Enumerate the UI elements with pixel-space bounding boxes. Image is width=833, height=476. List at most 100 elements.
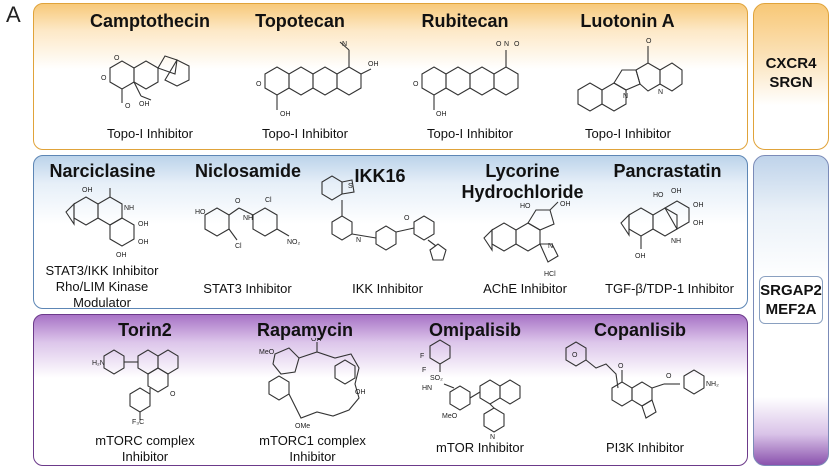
svg-text:HO: HO — [520, 203, 531, 210]
svg-text:OH: OH — [139, 101, 150, 108]
svg-text:O: O — [413, 81, 419, 88]
svg-text:HO: HO — [195, 209, 206, 216]
svg-text:NH: NH — [243, 215, 253, 222]
svg-text:Cl: Cl — [265, 197, 272, 204]
compound-name-omipalisib: Omipalisib — [428, 320, 522, 340]
svg-text:F₃C: F₃C — [132, 419, 144, 426]
compound-name-luotonin-a: Luotonin A — [580, 11, 675, 31]
gene-mef2a: MEF2A — [765, 301, 817, 318]
svg-text:OH: OH — [138, 221, 149, 228]
structure-torin2: H₂N F₃C O — [90, 342, 200, 427]
svg-text:N: N — [342, 41, 347, 48]
inhibitor-class-lycorine-hydrochloride: AChE Inhibitor — [483, 281, 567, 296]
gene-srgap2: SRGAP2 — [760, 282, 822, 299]
compound-name-pancrastatin: Pancrastatin — [613, 161, 722, 181]
svg-text:O: O — [646, 38, 652, 45]
compound-name-ikk16: IKK16 — [354, 166, 406, 186]
svg-text:N: N — [504, 41, 509, 48]
svg-text:N: N — [548, 243, 553, 250]
svg-text:HCl: HCl — [544, 271, 556, 278]
compound-name-camptothecin: Camptothecin — [89, 11, 210, 31]
mtor-pi3k-group — [33, 314, 748, 466]
inhibitor-class-copanlisib: PI3K Inhibitor — [605, 440, 685, 455]
inhibitor-class-ikk16: IKK Inhibitor — [352, 281, 423, 296]
svg-text:MeO: MeO — [259, 349, 275, 356]
svg-text:NH₂: NH₂ — [706, 381, 719, 388]
svg-text:OH: OH — [693, 220, 704, 227]
svg-text:OH: OH — [368, 61, 379, 68]
inhibitor-class-torin2: mTORC complex Inhibitor — [95, 433, 195, 464]
panel-label: A — [6, 2, 21, 27]
svg-text:NH: NH — [124, 205, 134, 212]
svg-text:OH: OH — [116, 252, 127, 259]
structure-luotonin-a: O N N — [570, 32, 685, 117]
compound-name-narciclasine: Narciclasine — [49, 161, 156, 181]
svg-text:F: F — [420, 353, 424, 360]
inhibitor-class-pancrastatin: TGF-β/TDP-1 Inhibitor — [605, 281, 734, 296]
gene-label-bottom: SRGAP2 MEF2A — [759, 281, 823, 319]
svg-text:OH: OH — [355, 389, 366, 396]
svg-text:OH: OH — [280, 111, 291, 118]
compound-name-copanlisib: Copanlisib — [593, 320, 686, 340]
svg-text:O: O — [496, 41, 502, 48]
gene-cxcr4: CXCR4 — [765, 55, 817, 72]
svg-text:H₂N: H₂N — [92, 360, 105, 367]
svg-text:O: O — [235, 198, 241, 205]
svg-text:OH: OH — [311, 338, 322, 343]
svg-text:O: O — [618, 363, 624, 370]
svg-text:N: N — [658, 89, 663, 96]
svg-text:F: F — [422, 367, 426, 374]
gene-label-bottom-box — [759, 276, 823, 324]
structure-rapamycin: MeO OH OH OMe — [255, 338, 370, 430]
svg-text:O: O — [125, 103, 131, 110]
compound-name-niclosamide: Niclosamide — [194, 161, 302, 181]
svg-text:OH: OH — [138, 239, 149, 246]
inhibitor-class-omipalisib: mTOR Inhibitor — [436, 440, 524, 455]
svg-text:OMe: OMe — [295, 423, 310, 430]
structure-topotecan: N OH OH O — [250, 36, 380, 121]
svg-text:O: O — [170, 391, 176, 398]
compound-name-lycorine-hydrochloride: Lycorine Hydrochloride — [461, 161, 584, 202]
svg-text:Cl: Cl — [235, 243, 242, 250]
svg-text:HN: HN — [422, 385, 432, 392]
inhibitor-class-narciclasine: STAT3/IKK Inhibitor Rho/LIM Kinase Modul… — [45, 263, 159, 310]
structure-lycorine-hydrochloride: HO OH N HCl — [478, 200, 588, 280]
compound-name-rubitecan: Rubitecan — [421, 11, 509, 31]
inhibitor-class-niclosamide: STAT3 Inhibitor — [203, 281, 292, 296]
inhibitor-class-camptothecin: Topo-I Inhibitor — [107, 126, 193, 141]
compound-name-rapamycin: Rapamycin — [256, 320, 354, 340]
svg-text:S: S — [348, 183, 353, 190]
svg-text:MeO: MeO — [442, 413, 458, 420]
svg-text:HO: HO — [653, 192, 664, 199]
compound-name-torin2: Torin2 — [118, 320, 172, 340]
svg-text:OH: OH — [82, 187, 93, 194]
gene-box-top — [753, 3, 829, 150]
svg-text:N: N — [623, 93, 628, 100]
svg-text:OH: OH — [436, 111, 447, 118]
svg-text:N: N — [490, 434, 495, 440]
svg-text:O: O — [404, 215, 410, 222]
svg-text:NH: NH — [671, 238, 681, 245]
svg-text:SO₂: SO₂ — [430, 375, 443, 382]
svg-text:OH: OH — [671, 188, 682, 195]
svg-text:O: O — [256, 81, 262, 88]
svg-text:O: O — [514, 41, 520, 48]
svg-text:O: O — [572, 352, 578, 359]
inhibitor-class-topotecan: Topo-I Inhibitor — [262, 126, 348, 141]
gene-srgn: SRGN — [769, 74, 813, 91]
svg-text:NO₂: NO₂ — [287, 239, 301, 246]
svg-text:OH: OH — [560, 201, 571, 208]
svg-text:OH: OH — [635, 253, 646, 260]
gene-label-top: CXCR4 SRGN — [753, 54, 829, 92]
structure-narciclasine: OH NH OH OH OH — [60, 184, 160, 264]
svg-text:O: O — [101, 75, 107, 82]
inhibitor-class-rubitecan: Topo-I Inhibitor — [427, 126, 513, 141]
topo-inhibitor-group — [33, 3, 748, 150]
